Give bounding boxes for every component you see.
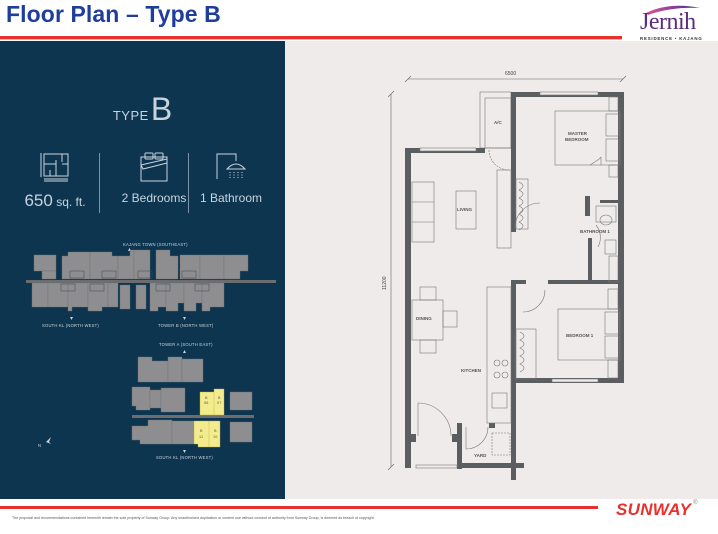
svg-text:B: B <box>205 396 208 400</box>
key-plan-top-label: KAJANG TOWN (SOUTHEAST) <box>123 242 188 247</box>
bed-icon <box>140 152 168 182</box>
arrow-down-icon <box>183 317 186 320</box>
bedrooms-label: 2 Bedrooms <box>121 191 187 205</box>
key-plan-bottom-left-label: SOUTH KL (NORTH WEST) <box>42 323 99 328</box>
room-label-kitchen: KITCHEN <box>461 368 481 373</box>
key-plan-bottom-right-label: TOWER B (NORTH WEST) <box>158 323 214 328</box>
copyright-disclaimer: The proposal and recommendations contain… <box>12 516 375 520</box>
room-label-dining: DINING <box>416 316 432 321</box>
key-plan-upper: KAJANG TOWN (SOUTHEAST) <box>26 242 276 328</box>
key-plan-lower: TOWER A (SOUTH EAST) <box>38 342 254 460</box>
room-label-yard: YARD <box>474 453 487 458</box>
room-labels: A/C MASTER MASTER BEDROOM BEDROOM LIVING… <box>416 120 610 458</box>
feature-bathrooms: 1 Bathroom <box>186 151 276 205</box>
arrow-down-icon <box>70 317 73 320</box>
feature-area: 650 sq. ft. <box>10 151 100 211</box>
room-label-bedroom-1: BEDROOM 1 <box>566 333 594 338</box>
building-blocks <box>26 249 276 312</box>
unit-info-panel: TYPEB 650 sq. ft. <box>0 41 285 499</box>
floor-plan-drawing: 6500 11200 <box>382 71 627 480</box>
jernih-logo: Jernih RESIDENCE • KAJANG <box>632 4 718 42</box>
logo-swoosh-icon <box>646 5 700 15</box>
floor-plan-icon <box>40 153 69 182</box>
highlighted-units <box>193 388 225 448</box>
feature-divider <box>188 153 189 213</box>
sunway-logo: SUNWAY® <box>616 500 698 519</box>
arrow-up-icon <box>183 350 186 353</box>
svg-text:B: B <box>200 429 203 433</box>
svg-text:BEDROOM: BEDROOM <box>565 137 589 142</box>
svg-text:B: B <box>214 429 217 433</box>
floor-plan-panel: 6500 11200 <box>285 41 718 499</box>
room-label-bathroom: BATHROOM 1 <box>580 229 610 234</box>
svg-text:B: B <box>218 396 221 400</box>
type-prefix: TYPE <box>112 108 149 123</box>
feature-bedrooms: 2 Bedrooms <box>109 151 199 205</box>
svg-text:N: N <box>38 443 41 448</box>
feature-divider <box>99 153 100 213</box>
title-divider-shadow <box>0 39 622 40</box>
room-label-living: LIVING <box>457 207 473 212</box>
logo-subtitle: RESIDENCE • KAJANG <box>640 36 703 41</box>
logo-wordmark: Jernih <box>640 9 696 35</box>
width-dimension: 6500 <box>505 71 516 77</box>
type-letter: B <box>150 91 173 127</box>
key-plan-lower-bottom-label: SOUTH KL (NORTH WEST) <box>156 455 213 460</box>
furniture <box>411 96 621 456</box>
svg-text:10: 10 <box>213 435 218 439</box>
svg-text:11: 11 <box>199 435 203 439</box>
unit-type-heading: TYPEB <box>0 91 285 128</box>
svg-text:07: 07 <box>217 401 222 405</box>
shower-icon <box>216 153 247 179</box>
svg-text:06: 06 <box>204 401 209 405</box>
arrow-down-icon <box>183 450 186 453</box>
room-label-master-bedroom: MASTER <box>568 131 588 136</box>
title-divider <box>0 36 622 39</box>
area-label: 650 sq. ft. <box>24 191 86 210</box>
page-title: Floor Plan – Type B <box>6 1 221 27</box>
key-plan-lower-top-label: TOWER A (SOUTH EAST) <box>159 342 213 347</box>
dimension-lines <box>387 75 627 471</box>
bathrooms-label: 1 Bathroom <box>199 191 263 205</box>
footer-divider <box>0 506 598 509</box>
room-label-ac: A/C <box>494 120 503 125</box>
north-arrow-icon: N <box>38 437 51 448</box>
height-dimension: 11200 <box>382 276 388 290</box>
